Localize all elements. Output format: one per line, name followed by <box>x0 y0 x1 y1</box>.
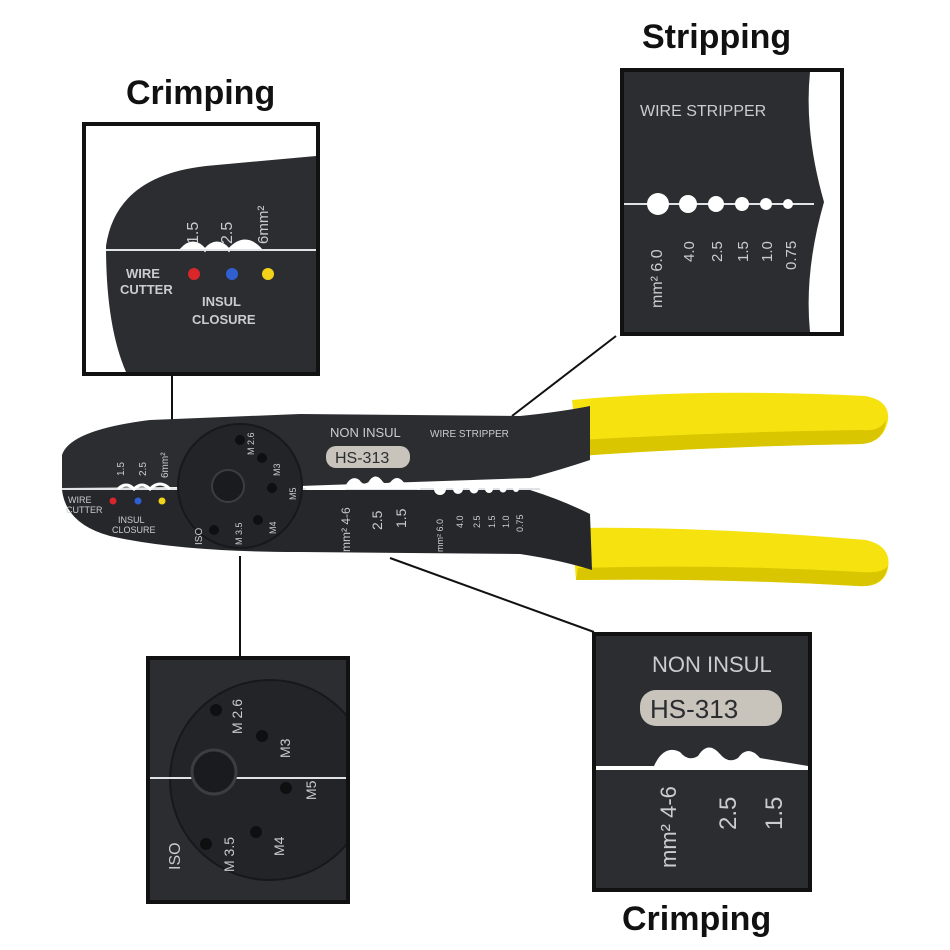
insul-label-1: INSUL <box>118 515 145 525</box>
pivot-bolt-icon <box>211 469 245 503</box>
model-plate <box>326 446 410 468</box>
bolt-hole-icon <box>209 525 219 535</box>
model-number: HS-313 <box>650 694 738 724</box>
bolt-label-m4: M4 <box>268 521 278 534</box>
wire-cutter-label-1: WIRE <box>126 266 160 281</box>
stripper-holes <box>434 483 519 495</box>
yellow-dot-icon <box>262 268 274 280</box>
strip-size-5: 1.0 <box>501 515 511 528</box>
insul-label-2: CLOSURE <box>192 312 256 327</box>
wire-stripper-label: WIRE STRIPPER <box>640 103 766 120</box>
upper-handle-shadow <box>578 420 886 456</box>
noninsul-size-1: mm² 4-6 <box>656 786 681 868</box>
strip-size-3: 2.5 <box>472 515 482 528</box>
stripper-holes <box>647 193 793 215</box>
callout-insul-crimping: WIRE CUTTER INSUL CLOSURE 1.5 2.5 6mm² <box>82 122 320 376</box>
bolt-label-m3: M3 <box>272 463 282 476</box>
bolt-hole-icon <box>257 453 267 463</box>
pivot-bolt-icon <box>190 748 238 796</box>
bolt-hole-icon <box>280 782 292 794</box>
insul-size-1: 1.5 <box>185 222 202 244</box>
callout-noninsul-image: NON INSUL HS-313 mm² 4-6 2.5 1.5 <box>596 636 808 888</box>
bolt-hole-icon <box>256 730 268 742</box>
bolt-hole-icon <box>253 515 263 525</box>
strip-size-1: mm² 6.0 <box>649 249 666 308</box>
insul-size-2: 2.5 <box>138 462 149 476</box>
non-insul-label: NON INSUL <box>330 425 401 440</box>
bolt-hole-icon <box>210 704 222 716</box>
callout-noninsul-crimping: NON INSUL HS-313 mm² 4-6 2.5 1.5 <box>592 632 812 892</box>
bolt-label-m35: M 3.5 <box>234 522 244 545</box>
yellow-dot-icon <box>158 497 166 505</box>
blue-dot-icon <box>226 268 238 280</box>
noninsul-size-2: 2.5 <box>715 797 742 830</box>
lower-handle-shadow <box>576 566 888 587</box>
heading-crimping-left: Crimping <box>126 74 276 112</box>
wire-cutter-label-2: CUTTER <box>120 282 173 297</box>
bolt-hole-icon <box>200 838 212 850</box>
callout-bolt-image: M 2.6 M3 M5 M4 M 3.5 ISO <box>150 660 346 900</box>
insul-size-3: 6mm² <box>160 452 171 478</box>
noninsul-size-3: 1.5 <box>393 508 409 528</box>
iso-label: ISO <box>194 528 205 545</box>
insul-size-1: 1.5 <box>116 462 127 476</box>
wire-cutter-label-1: WIRE <box>68 495 92 505</box>
bolt-label-m35: M 3.5 <box>221 837 237 872</box>
callout-bolt-crimping: M 2.6 M3 M5 M4 M 3.5 ISO <box>146 656 350 904</box>
wire-stripper-label: WIRE STRIPPER <box>430 429 509 440</box>
strip-size-3: 2.5 <box>709 241 726 262</box>
noninsul-size-1: mm² 4-6 <box>339 507 353 552</box>
insul-label-2: CLOSURE <box>112 525 156 535</box>
wire-cutter-label-2: CUTTER <box>66 505 103 515</box>
insul-crimp-notches <box>116 482 172 492</box>
strip-size-4: 1.5 <box>487 515 497 528</box>
bolt-label-m26: M 2.6 <box>229 699 245 734</box>
strip-size-5: 1.0 <box>759 241 776 262</box>
callout-insul-image: WIRE CUTTER INSUL CLOSURE 1.5 2.5 6mm² <box>86 126 316 372</box>
heading-crimping-bottom: Crimping <box>622 900 772 938</box>
model-number: HS-313 <box>335 450 389 467</box>
strip-size-4: 1.5 <box>735 241 752 262</box>
bolt-hole-icon <box>267 483 277 493</box>
non-insul-label: NON INSUL <box>652 652 772 677</box>
bolt-label-m5: M5 <box>288 487 298 500</box>
bolt-label-m26: M 2.6 <box>246 432 256 455</box>
heading-stripping: Stripping <box>642 18 792 56</box>
model-plate <box>640 690 782 726</box>
bolt-label-m5: M5 <box>303 780 319 800</box>
noninsul-size-3: 1.5 <box>761 797 788 830</box>
callout-stripping-image: WIRE STRIPPER mm² 6.0 4.0 2.5 1.5 1.0 0.… <box>624 72 840 332</box>
strip-size-1: mm² 6.0 <box>435 519 445 552</box>
non-insul-crimp-notches <box>306 476 421 490</box>
insul-size-2: 2.5 <box>219 222 236 244</box>
bolt-hole-icon <box>235 435 245 445</box>
callout-stripping: WIRE STRIPPER mm² 6.0 4.0 2.5 1.5 1.0 0.… <box>620 68 844 336</box>
noninsul-size-2: 2.5 <box>369 510 385 530</box>
strip-size-2: 4.0 <box>681 241 698 262</box>
red-dot-icon <box>188 268 200 280</box>
blue-dot-icon <box>134 497 142 505</box>
strip-size-6: 0.75 <box>515 514 525 532</box>
insul-size-3: 6mm² <box>255 206 272 244</box>
insul-label-1: INSUL <box>202 294 241 309</box>
strip-size-2: 4.0 <box>455 515 465 528</box>
bolt-label-m3: M3 <box>277 738 293 758</box>
iso-label: ISO <box>167 842 184 870</box>
strip-size-6: 0.75 <box>783 241 800 270</box>
bolt-label-m4: M4 <box>271 836 287 856</box>
bolt-hole-icon <box>250 826 262 838</box>
red-dot-icon <box>109 497 117 505</box>
